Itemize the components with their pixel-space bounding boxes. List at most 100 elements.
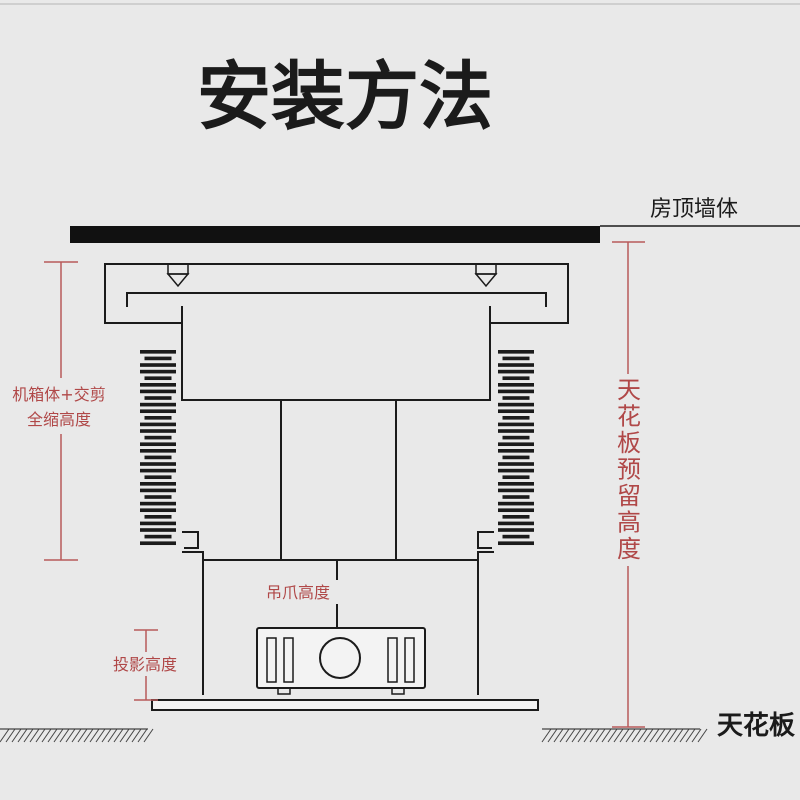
hatch-mark: [95, 728, 106, 743]
hatch-mark: [59, 728, 70, 743]
scissor-stripe: [144, 396, 172, 400]
scissor-stripe: [140, 501, 176, 506]
reserved-height-char: 预: [617, 456, 641, 484]
hatch-mark: [5, 728, 16, 743]
projection-height-dimension: [104, 629, 186, 701]
hatch-mark: [77, 728, 88, 743]
hatch-mark: [679, 728, 690, 743]
hatch-mark: [23, 728, 34, 743]
hatch-mark: [553, 728, 564, 743]
page-title: 安装方法: [197, 54, 493, 140]
hatch-mark: [11, 728, 22, 743]
scissor-stripe: [498, 402, 534, 407]
scissor-stripe: [140, 462, 176, 466]
scissor-stripe: [140, 488, 176, 493]
hatch-mark: [667, 728, 678, 743]
hatch-mark: [589, 728, 600, 743]
scissor-stripe: [498, 383, 534, 387]
hatch-mark: [631, 728, 642, 743]
scissor-stripe: [502, 495, 530, 499]
bottom-panel: [151, 699, 539, 711]
hatch-mark: [113, 728, 124, 743]
scissor-stripe: [140, 369, 176, 374]
hatch-mark: [673, 728, 684, 743]
hatch-mark: [601, 728, 612, 743]
scissor-stripe: [498, 369, 534, 374]
scissor-stripe: [140, 521, 176, 526]
hatch-mark: [595, 728, 606, 743]
hatch-mark: [17, 728, 28, 743]
scissor-stripe: [144, 435, 172, 440]
scissor-stripe: [144, 495, 172, 499]
reserved-height-char: 板: [617, 429, 641, 457]
scissor-stripe: [140, 541, 176, 546]
scissor-stripe: [498, 508, 534, 513]
hatch-mark: [685, 728, 696, 743]
hatch-mark: [625, 728, 636, 743]
scissor-stripe: [498, 528, 534, 532]
scissor-stripe: [140, 409, 176, 414]
bolt-icon: [166, 263, 190, 288]
hatch-mark: [613, 728, 624, 743]
hatch-mark: [571, 728, 582, 743]
hatch-mark: [83, 728, 94, 743]
scissor-stripe: [140, 482, 176, 486]
hatch-mark: [29, 728, 40, 743]
hatch-mark: [101, 728, 112, 743]
scissor-stripe: [498, 429, 534, 433]
hatch-mark: [547, 728, 558, 743]
hatch-mark: [107, 728, 118, 743]
cabinet-height-label-line1: 机箱体+交剪: [12, 385, 105, 404]
hatch-mark: [565, 728, 576, 743]
hatch-mark: [89, 728, 100, 743]
scissor-stripe: [498, 442, 534, 447]
scissor-stripe: [140, 442, 176, 447]
hatch-mark: [47, 728, 58, 743]
roof-wall-label: 房顶墙体: [650, 197, 738, 222]
scissor-stripe: [144, 455, 172, 460]
scissor-stripe: [498, 541, 534, 546]
mount-frame-outer: [104, 263, 569, 401]
hatch-mark: [71, 728, 82, 743]
hatch-mark: [41, 728, 52, 743]
reserved-height-char: 花: [617, 403, 641, 431]
scissor-stripe: [140, 363, 176, 367]
bracket-right: [477, 531, 494, 695]
scissor-stripe: [502, 534, 530, 539]
hatch-mark: [541, 728, 552, 743]
scissor-stripe: [140, 508, 176, 513]
scissor-stripe: [144, 356, 172, 361]
reserved-height-char: 天: [617, 376, 641, 404]
scissor-stripe: [140, 528, 176, 532]
scissor-stripe: [498, 409, 534, 414]
hatch-mark: [137, 728, 148, 743]
scissor-stripe: [498, 521, 534, 526]
bracket-left: [182, 531, 204, 695]
scissor-stripe: [498, 389, 534, 394]
hatch-mark: [607, 728, 618, 743]
roof-wall: [70, 226, 600, 243]
cabinet-height-label-line2: 全缩高度: [27, 410, 91, 429]
scissor-stripe: [498, 482, 534, 486]
scissor-stripe: [502, 416, 530, 420]
scissor-stripe: [502, 515, 530, 519]
bolt-icon: [474, 263, 498, 288]
scissor-stripe: [144, 376, 172, 381]
scissor-stripe: [140, 402, 176, 407]
hatch-mark: [655, 728, 666, 743]
scissor-stripe: [498, 468, 534, 473]
scissor-stripe: [140, 422, 176, 427]
hatch-mark: [661, 728, 672, 743]
reserved-height-char: 留: [617, 482, 641, 510]
hatch-mark: [637, 728, 648, 743]
hatch-mark: [131, 728, 142, 743]
scissor-stripe: [144, 475, 172, 480]
scissor-stripe: [498, 462, 534, 466]
ceiling-hatch: [0, 728, 708, 743]
scissor-stripe: [502, 435, 530, 440]
scissor-stripe: [502, 396, 530, 400]
scissor-stripe: [140, 429, 176, 433]
scissor-stripe: [144, 515, 172, 519]
hatch-mark: [65, 728, 76, 743]
